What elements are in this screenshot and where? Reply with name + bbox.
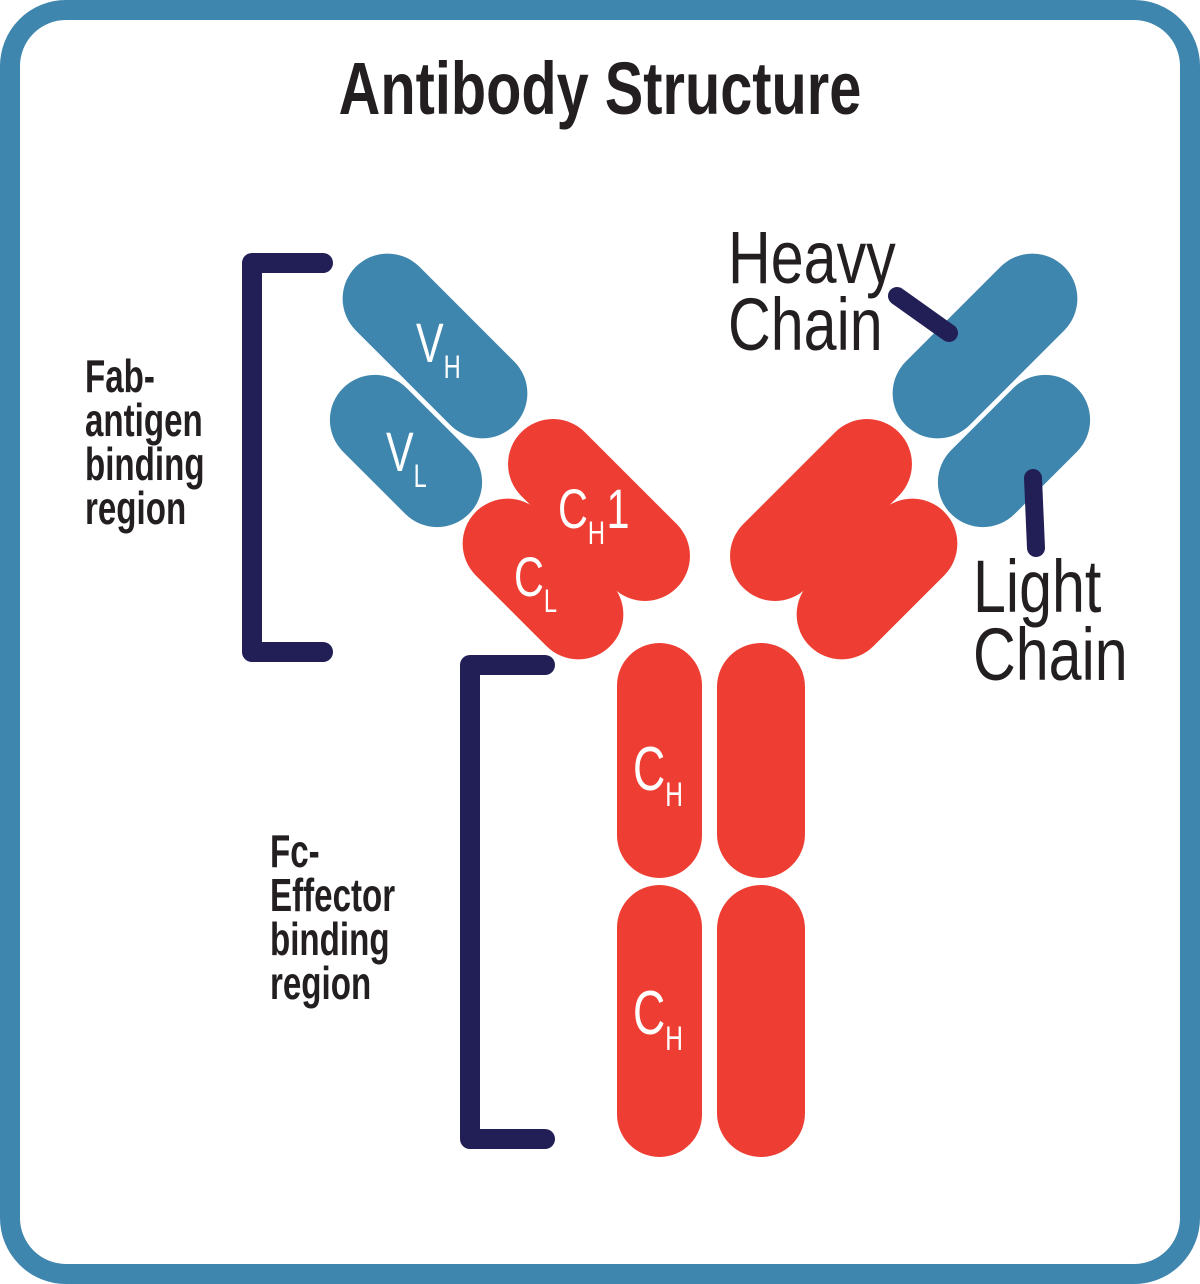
fc-upper-right-capsule bbox=[717, 643, 805, 878]
light-chain-line-2: Chain bbox=[973, 614, 1128, 697]
cl-domain-label: CL bbox=[514, 546, 557, 619]
cl-domain-capsule bbox=[462, 498, 624, 660]
vl-domain-label: VL bbox=[386, 421, 427, 494]
heavy-chain-blue-capsule bbox=[892, 253, 1078, 439]
fc-upper-ch-label: CH bbox=[633, 735, 683, 814]
heavy-chain-line-2: Chain bbox=[728, 284, 883, 367]
fab-region-label: Fab- antigen binding region bbox=[85, 352, 205, 534]
light-chain-line-1: Light bbox=[973, 546, 1102, 629]
fc-region-line-1: Fc- bbox=[270, 827, 320, 877]
light-chain-blue-capsule bbox=[937, 374, 1091, 528]
fc-region-label: Fc- Effector binding region bbox=[270, 827, 395, 1009]
fc-lower-right-capsule bbox=[717, 885, 805, 1157]
fab-region-bracket bbox=[242, 253, 333, 662]
fc-lower-ch-label: CH bbox=[633, 979, 683, 1058]
fab-region-line-4: region bbox=[85, 484, 186, 534]
fab-region-line-1: Fab- bbox=[85, 352, 155, 402]
fc-upper-left-capsule bbox=[617, 643, 702, 878]
fc-region-bracket bbox=[460, 655, 555, 1149]
light-chain-label: Light Chain bbox=[973, 546, 1128, 697]
right-ch1-capsule bbox=[730, 419, 912, 601]
fc-region-line-3: binding bbox=[270, 915, 390, 965]
right-cl-capsule bbox=[796, 498, 958, 660]
fc-lower-left-capsule bbox=[617, 885, 702, 1157]
fc-region-line-2: Effector bbox=[270, 871, 395, 921]
vh-domain-capsule bbox=[342, 253, 528, 439]
page-title: Antibody Structure bbox=[339, 48, 862, 131]
heavy-chain-label: Heavy Chain bbox=[728, 217, 896, 367]
fab-region-line-2: antigen bbox=[85, 396, 203, 446]
vh-domain-label: VH bbox=[416, 312, 461, 385]
ch1-domain-capsule bbox=[508, 419, 690, 601]
fab-region-line-3: binding bbox=[85, 440, 205, 490]
vl-domain-capsule bbox=[329, 374, 483, 528]
fc-region-line-4: region bbox=[270, 959, 371, 1009]
light-chain-pointer-line bbox=[1024, 469, 1045, 557]
heavy-chain-line-1: Heavy bbox=[728, 217, 896, 300]
ch1-domain-label: CH1 bbox=[558, 478, 630, 551]
heavy-chain-pointer-line bbox=[888, 287, 958, 342]
